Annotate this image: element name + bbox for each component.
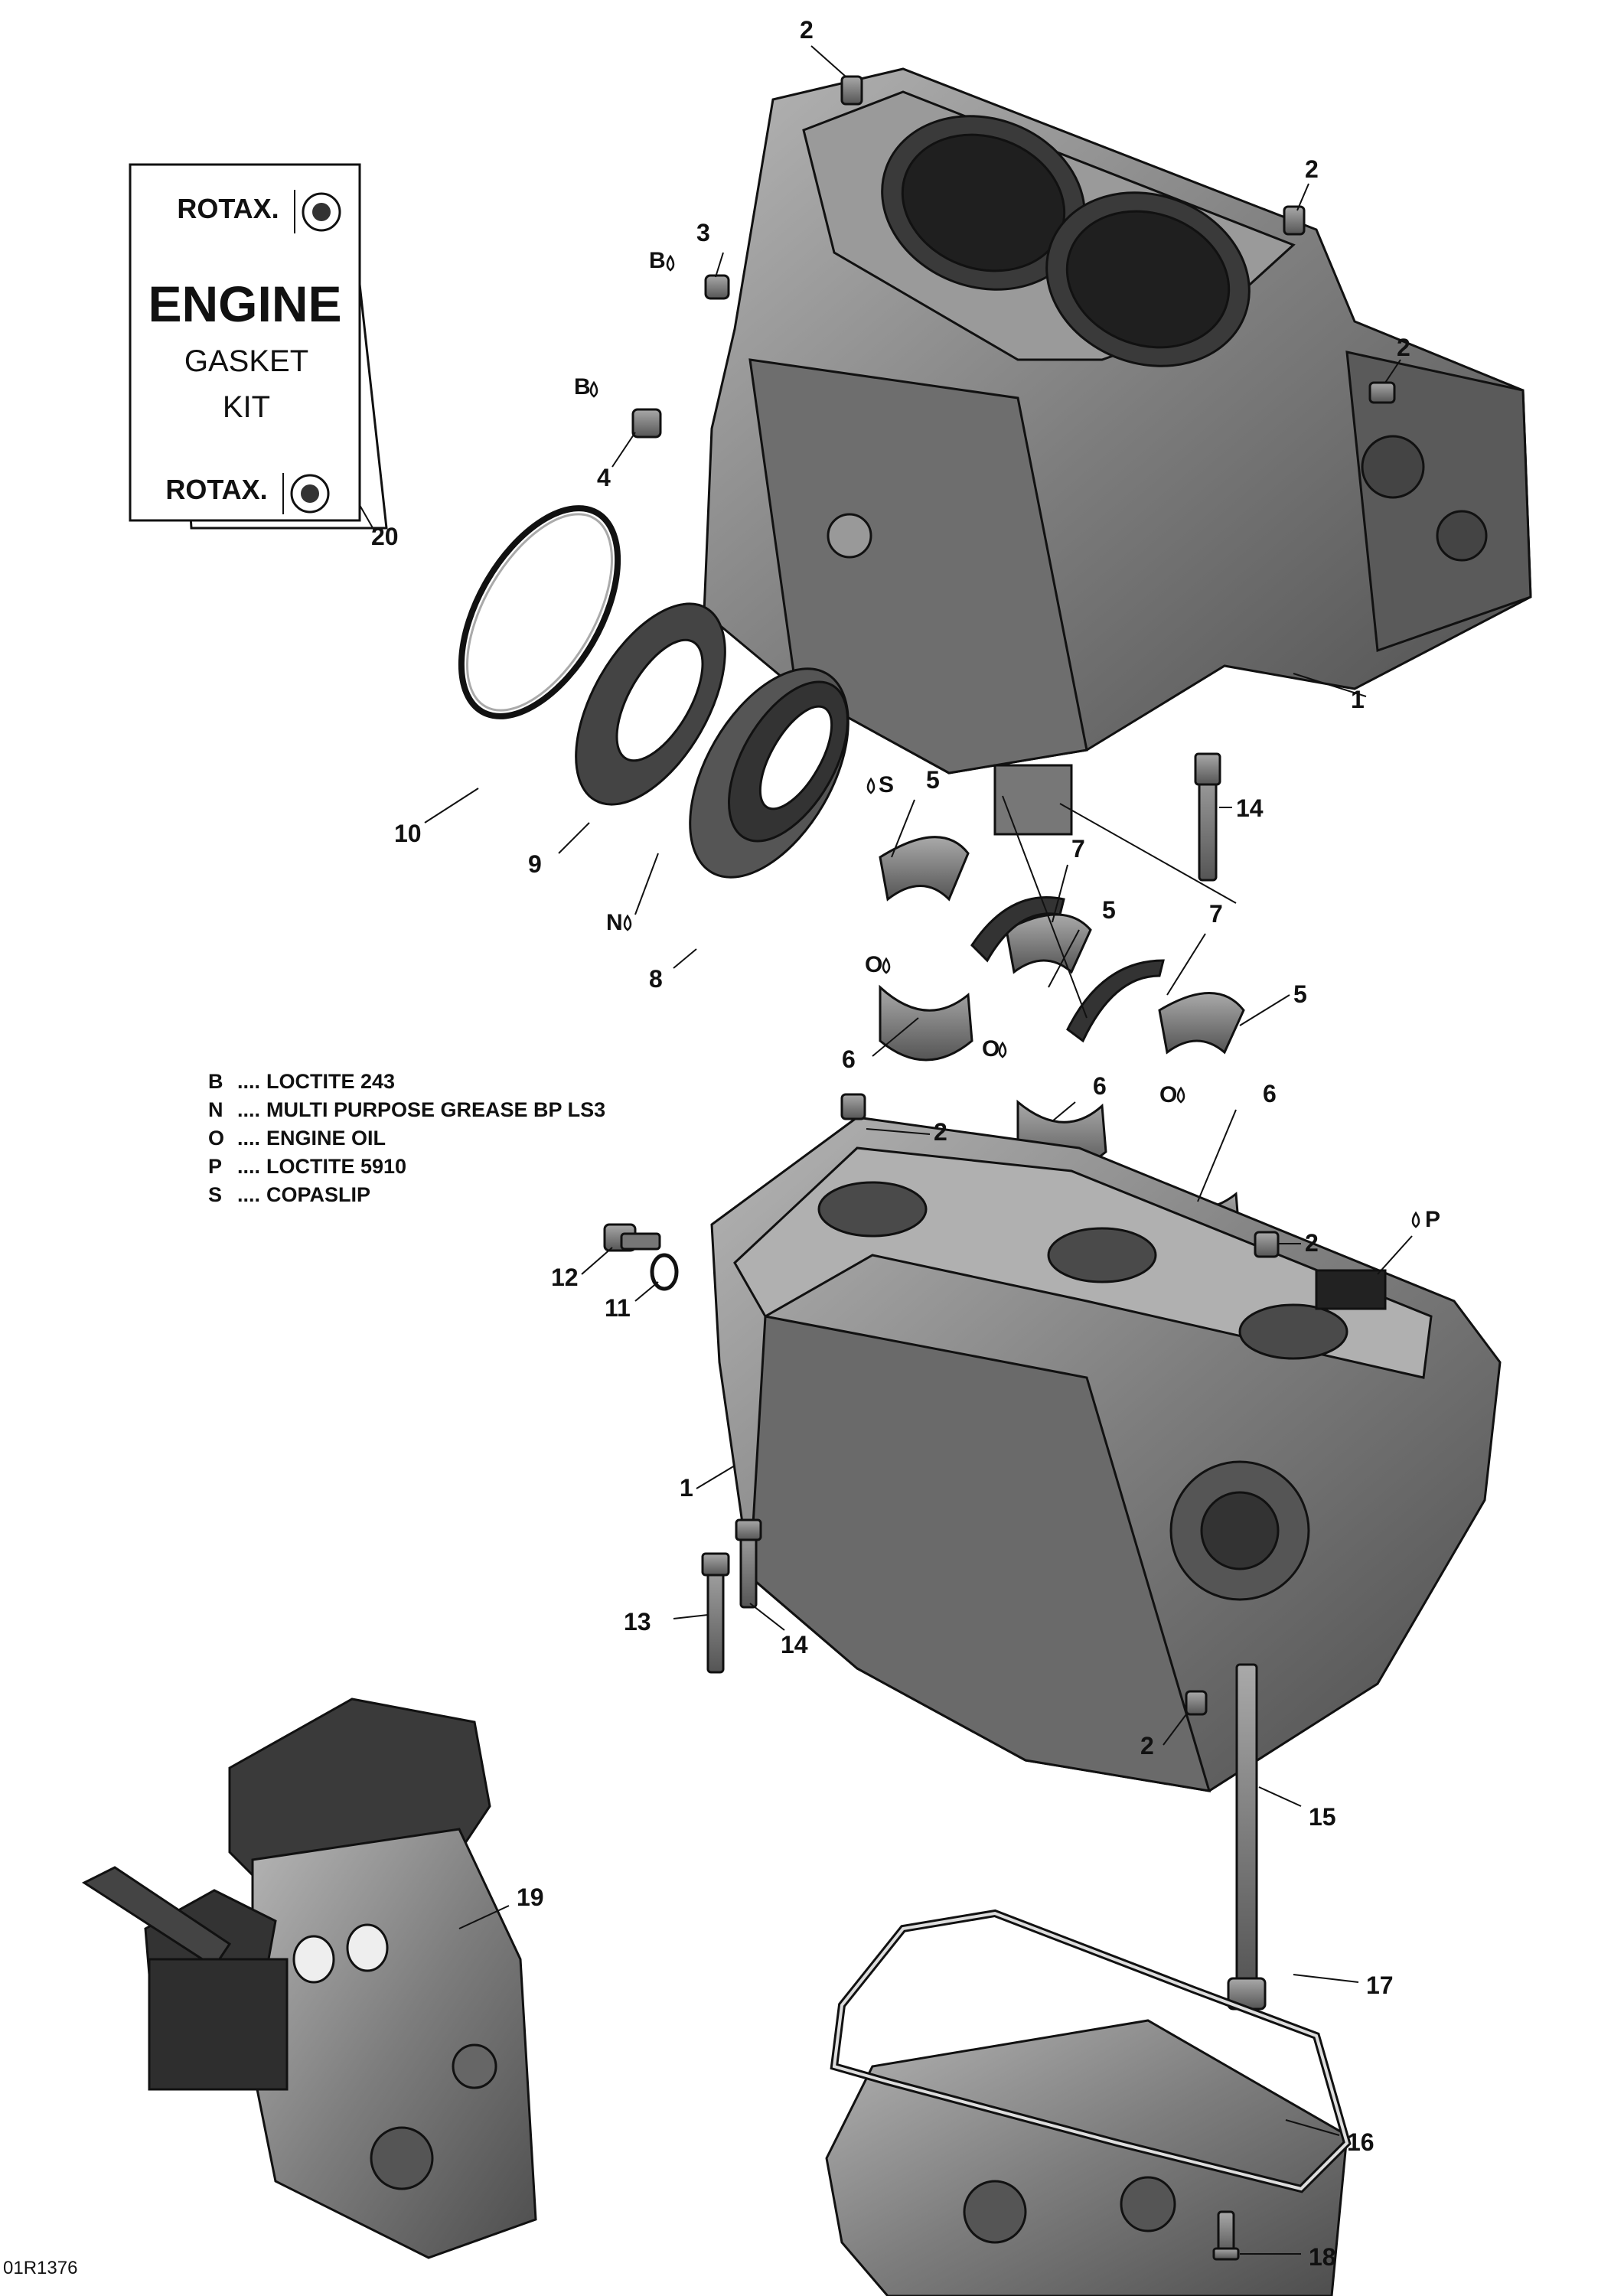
legend-code: P (208, 1155, 223, 1178)
kit-title: ENGINE (148, 276, 341, 332)
legend-code: O (208, 1127, 225, 1150)
legend-row: O....ENGINE OIL (208, 1124, 605, 1153)
callout-2-lower-right: 2 (1305, 1229, 1319, 1257)
legend-separator: .... (237, 1127, 261, 1150)
legend-text: LOCTITE 5910 (266, 1155, 407, 1178)
legend-row: B....LOCTITE 243 (208, 1068, 605, 1096)
upper-crankcase (703, 67, 1532, 836)
gasket-17 (830, 1909, 1352, 2193)
figure-id: 01R1376 (3, 2258, 78, 2278)
legend-text: ENGINE OIL (266, 1127, 386, 1150)
drop-icon (1411, 1211, 1420, 1228)
legend-code: B (208, 1070, 223, 1093)
dowel-pin-2-top (840, 75, 1396, 404)
kit-line-gasket: GASKET (184, 344, 308, 378)
drop-icon (866, 777, 876, 794)
oil-pan-cover-16 (825, 2019, 1348, 2296)
legend-separator: .... (237, 1155, 261, 1178)
legend-code: N (208, 1098, 223, 1121)
legend-row: N....MULTI PURPOSE GREASE BP LS3 (208, 1096, 605, 1124)
dowel-pin-2-lower (840, 1093, 1280, 1716)
lub-code-p: P (1425, 1207, 1440, 1232)
callout-16: 16 (1347, 2128, 1375, 2156)
lub-code-n: N (606, 910, 623, 935)
callout-19: 19 (517, 1883, 544, 1911)
callout-3: 3 (696, 219, 710, 246)
oil-seal-9 (575, 602, 726, 806)
lubricant-codes: B B S N O O O P (574, 248, 1440, 1232)
legend-separator: .... (237, 1070, 261, 1093)
plugs-3-4 (631, 274, 730, 439)
callout-6-right: 6 (1263, 1080, 1277, 1107)
retaining-ring-10 (458, 505, 621, 719)
callout-2-right: 2 (1397, 334, 1410, 361)
callout-8: 8 (649, 965, 663, 993)
gasket-kit-card: ROTAX. ENGINE GASKET KIT ROTAX. (129, 163, 388, 530)
callout-11: 11 (605, 1294, 631, 1322)
callout-7-lower: 7 (1209, 900, 1223, 928)
callout-5-right: 5 (1293, 980, 1307, 1008)
callout-15: 15 (1309, 1803, 1336, 1831)
leader-lines (359, 45, 1413, 2255)
legend-row: P....LOCTITE 5910 (208, 1153, 605, 1181)
callout-18: 18 (1309, 2243, 1336, 2271)
legend-separator: .... (237, 1098, 261, 1121)
lub-code-b-upper: B (649, 248, 666, 273)
kit-brand-bottom: ROTAX. (165, 474, 267, 505)
callout-5-mid: 5 (1102, 896, 1116, 924)
legend-text: COPASLIP (266, 1183, 371, 1206)
callout-20: 20 (371, 523, 399, 550)
callout-14-upper: 14 (1236, 794, 1264, 822)
lub-code-o-1: O (865, 952, 882, 977)
drop-icon (1176, 1086, 1185, 1104)
drop-icon (666, 254, 675, 272)
screw-18 (1212, 2210, 1240, 2261)
lub-code-o-2: O (982, 1036, 1000, 1062)
callout-14-lower: 14 (781, 1631, 808, 1658)
lower-crankcase (710, 1116, 1502, 1792)
complete-engine-19 (81, 1698, 537, 2259)
plug-12-oring-11 (603, 1223, 679, 1291)
legend-row: S....COPASLIP (208, 1181, 605, 1209)
lub-code-b-lower: B (574, 374, 591, 400)
callout-labels: 2 2 2 3 4 1 10 9 8 14 5 7 5 7 5 6 6 6 2 … (371, 16, 1410, 2271)
legend-text: LOCTITE 243 (266, 1070, 396, 1093)
callout-17: 17 (1366, 1971, 1394, 1999)
callout-2-lower-left: 2 (934, 1118, 947, 1146)
callout-13: 13 (624, 1608, 651, 1636)
kit-line-kit: KIT (223, 390, 270, 424)
drop-icon (998, 1041, 1007, 1058)
lub-code-s: S (879, 772, 894, 797)
legend-code: S (208, 1183, 223, 1206)
callout-7-upper: 7 (1071, 835, 1085, 863)
drop-icon (623, 914, 632, 931)
bolt-15 (1227, 1663, 1267, 2011)
callout-10: 10 (394, 820, 422, 847)
stud-14-top (1194, 752, 1221, 882)
legend-text: MULTI PURPOSE GREASE BP LS3 (266, 1098, 606, 1121)
callout-2-right-top: 2 (1305, 155, 1319, 183)
callout-1-upper: 1 (1351, 686, 1365, 713)
callout-2-top: 2 (800, 16, 814, 44)
screws-13-14 (701, 1518, 762, 1674)
callout-4: 4 (597, 464, 611, 491)
callout-6-left: 6 (842, 1045, 856, 1073)
legend-separator: .... (237, 1183, 261, 1206)
drop-icon (589, 380, 598, 398)
drop-icon (882, 957, 891, 974)
ball-bearing-8 (689, 667, 850, 879)
kit-brand-top: ROTAX. (177, 193, 279, 224)
lubricant-legend: B....LOCTITE 243 N....MULTI PURPOSE GREA… (208, 1068, 605, 1209)
lub-code-o-3: O (1159, 1082, 1177, 1107)
callout-1-lower: 1 (680, 1474, 693, 1502)
callout-5-left: 5 (926, 766, 940, 794)
callout-6-mid: 6 (1093, 1072, 1107, 1100)
drop-icons (589, 254, 1420, 1228)
callout-12: 12 (551, 1264, 579, 1291)
callout-9: 9 (528, 850, 542, 878)
callout-2-bottom: 2 (1140, 1732, 1154, 1760)
